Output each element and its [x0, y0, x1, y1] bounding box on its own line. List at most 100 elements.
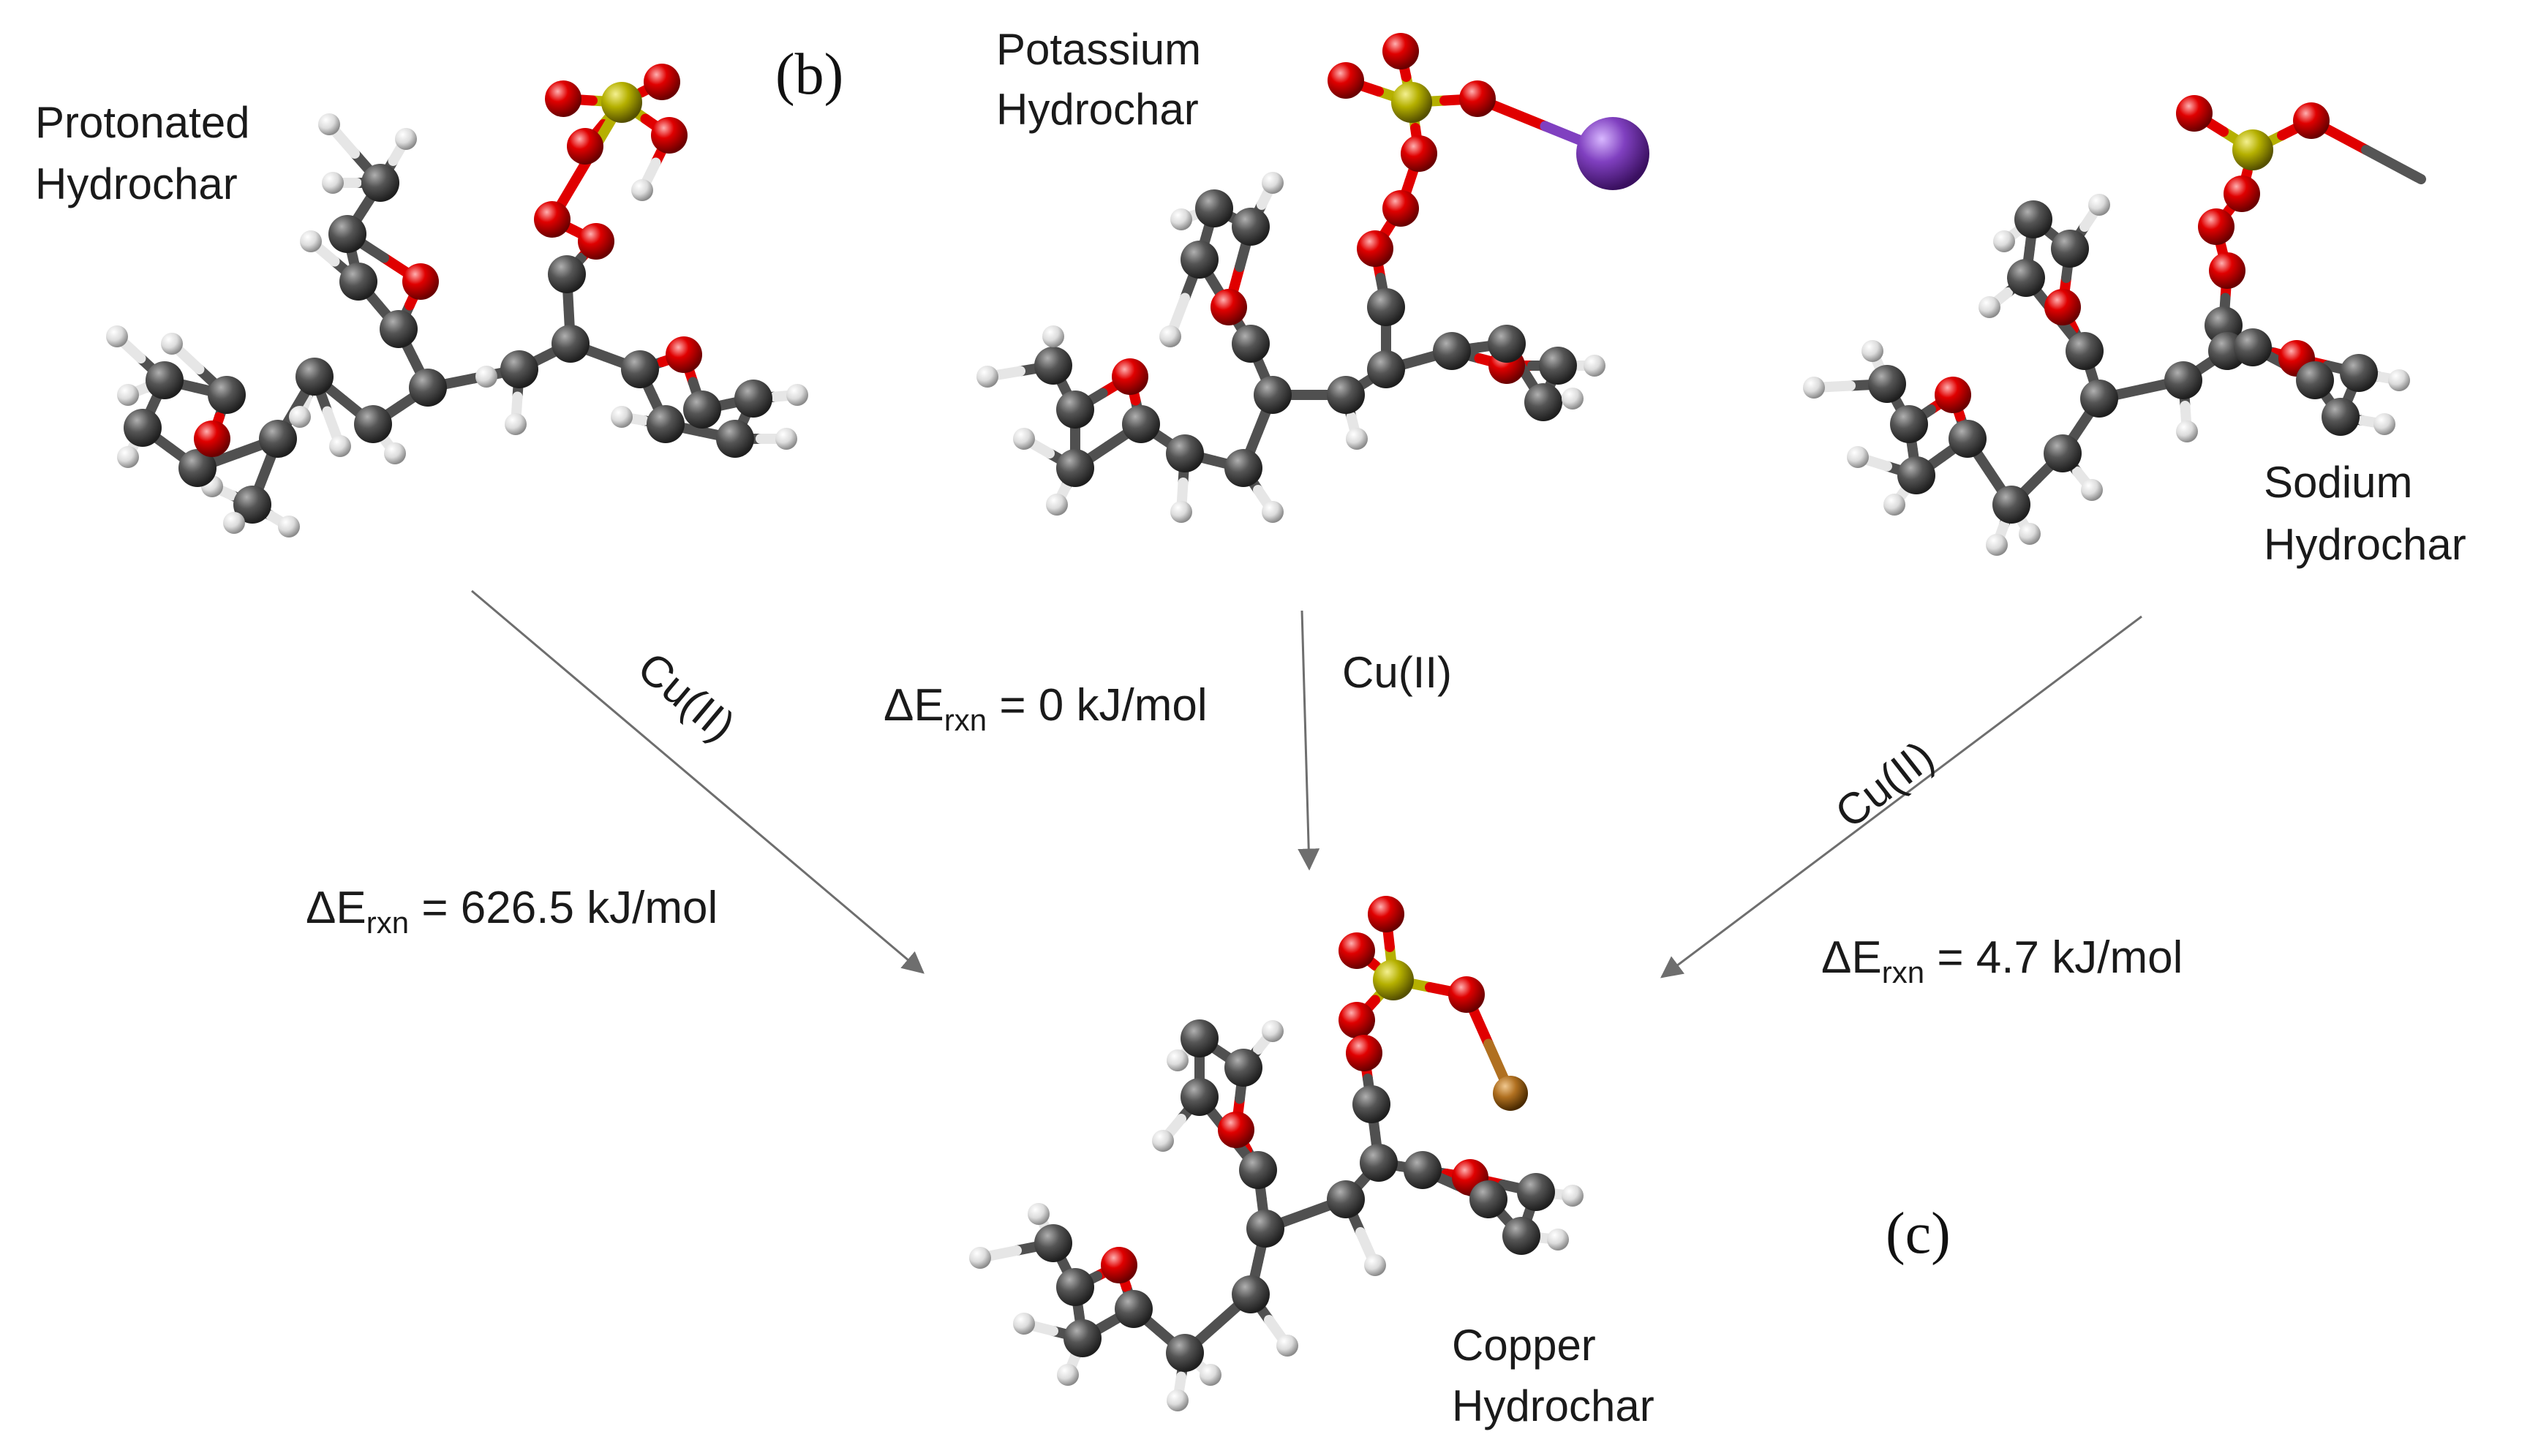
- atom-hydrogen: [475, 366, 497, 388]
- atom-hydrogen: [2088, 194, 2110, 216]
- atom-hydrogen: [1152, 1130, 1174, 1152]
- atom-carbon: [716, 420, 754, 458]
- atom-carbon: [2051, 230, 2089, 268]
- atom-oxygen: [534, 201, 571, 238]
- atom-oxygen: [666, 336, 702, 373]
- atom-carbon: [621, 350, 659, 388]
- reagent-right: Cu(II): [1826, 731, 1943, 837]
- arrow-right: [1660, 615, 2142, 978]
- atom-hydrogen: [1562, 388, 1584, 410]
- atom-carbon: [208, 376, 246, 414]
- atom-oxygen: [2224, 176, 2260, 212]
- label-sodium-hydrochar: Sodium Hydrochar: [2264, 458, 2466, 569]
- molecule-copper-hydrochar: [969, 896, 1584, 1411]
- atom-carbon: [2014, 200, 2052, 238]
- atom-hydrogen: [1159, 325, 1181, 347]
- atom-hydrogen: [161, 333, 183, 355]
- atom-carbon: [647, 405, 685, 443]
- atom-hydrogen: [117, 384, 139, 406]
- bond: [2361, 145, 2426, 184]
- atom-carbon: [2296, 361, 2334, 399]
- atom-carbon: [1181, 1019, 1219, 1057]
- reagent-left: Cu(II): [629, 643, 745, 751]
- atom-carbon: [2340, 354, 2378, 392]
- atom-oxygen: [1382, 190, 1419, 227]
- atom-carbon: [1360, 1144, 1398, 1182]
- atom-hydrogen: [1200, 1364, 1221, 1386]
- atom-carbon: [1122, 405, 1160, 443]
- atom-hydrogen: [2019, 523, 2041, 545]
- atom-carbon: [1034, 1224, 1072, 1262]
- atom-carbon: [1502, 1217, 1540, 1255]
- panel-label-c: (c): [1886, 1202, 1951, 1266]
- atom-carbon: [1232, 1275, 1270, 1313]
- atom-hydrogen: [1013, 1313, 1035, 1335]
- atom-potassium: [1576, 117, 1649, 190]
- atom-hydrogen: [278, 516, 300, 537]
- atom-oxygen: [2209, 252, 2245, 289]
- atom-carbon: [1224, 449, 1262, 487]
- atom-hydrogen: [1170, 501, 1192, 523]
- atom-carbon: [1949, 420, 1987, 458]
- atom-hydrogen: [1803, 377, 1825, 399]
- atom-carbon: [1488, 325, 1526, 363]
- atom-carbon: [1868, 365, 1906, 403]
- atom-carbon: [1404, 1151, 1442, 1189]
- atom-hydrogen: [1547, 1229, 1569, 1251]
- atom-hydrogen: [1262, 1020, 1284, 1042]
- atom-carbon: [233, 486, 271, 524]
- atom-carbon: [1056, 449, 1094, 487]
- atom-oxygen: [651, 117, 688, 154]
- arrow-middle: [1298, 610, 1320, 871]
- atom-carbon: [1195, 189, 1233, 227]
- atom-hydrogen: [1170, 208, 1192, 230]
- atom-carbon: [1352, 1085, 1390, 1123]
- atom-carbon: [1115, 1290, 1153, 1328]
- atom-carbon: [1232, 208, 1270, 246]
- energy-left: ΔErxn = 626.5 kJ/mol: [306, 883, 718, 940]
- label-potassium-hydrochar: Potassium Hydrochar: [996, 25, 1213, 134]
- atom-oxygen: [1112, 358, 1148, 395]
- atom-carbon: [1469, 1180, 1507, 1218]
- atom-hydrogen: [611, 406, 633, 428]
- atom-oxygen: [1401, 135, 1437, 172]
- atom-carbon: [1246, 1210, 1284, 1248]
- atom-carbon: [1897, 456, 1935, 494]
- atom-carbon: [380, 310, 418, 348]
- atom-carbon: [1539, 347, 1577, 385]
- atom-carbon: [1524, 383, 1562, 421]
- atom-hydrogen: [1046, 494, 1068, 516]
- atom-carbon: [1992, 486, 2030, 524]
- atom-carbon: [2044, 434, 2082, 472]
- atom-carbon: [328, 215, 366, 253]
- atom-carbon: [734, 380, 772, 418]
- panel-label-b: (b): [775, 42, 843, 107]
- atom-carbon: [124, 409, 162, 447]
- atom-oxygen: [2293, 102, 2330, 139]
- atom-carbon: [1056, 1268, 1094, 1306]
- atom-carbon: [1224, 1049, 1262, 1087]
- atom-oxygen: [1101, 1247, 1137, 1283]
- atom-hydrogen: [631, 179, 653, 201]
- atom-carbon: [1254, 376, 1292, 414]
- label-protonated-hydrochar: Protonated Hydrochar: [35, 98, 262, 208]
- atom-oxygen: [1357, 230, 1393, 267]
- atom-carbon: [2007, 259, 2045, 297]
- atom-hydrogen: [1057, 1364, 1079, 1386]
- atom-carbon: [551, 325, 590, 363]
- atom-oxygen: [2044, 289, 2081, 325]
- atom-hydrogen: [117, 446, 139, 468]
- atom-carbon: [548, 255, 586, 293]
- atom-carbon: [1367, 288, 1405, 326]
- atom-hydrogen: [1262, 501, 1284, 523]
- atom-hydrogen: [2373, 413, 2395, 435]
- molecule-potassium-hydrochar: [976, 33, 1649, 523]
- atom-hydrogen: [1262, 172, 1284, 194]
- atom-hydrogen: [289, 406, 311, 428]
- atom-hydrogen: [318, 113, 340, 135]
- reagent-middle: Cu(II): [1342, 648, 1452, 697]
- atom-carbon: [354, 405, 392, 443]
- atom-oxygen: [1339, 932, 1375, 969]
- atom-sulfur: [2232, 129, 2273, 170]
- atom-hydrogen: [1167, 1049, 1189, 1071]
